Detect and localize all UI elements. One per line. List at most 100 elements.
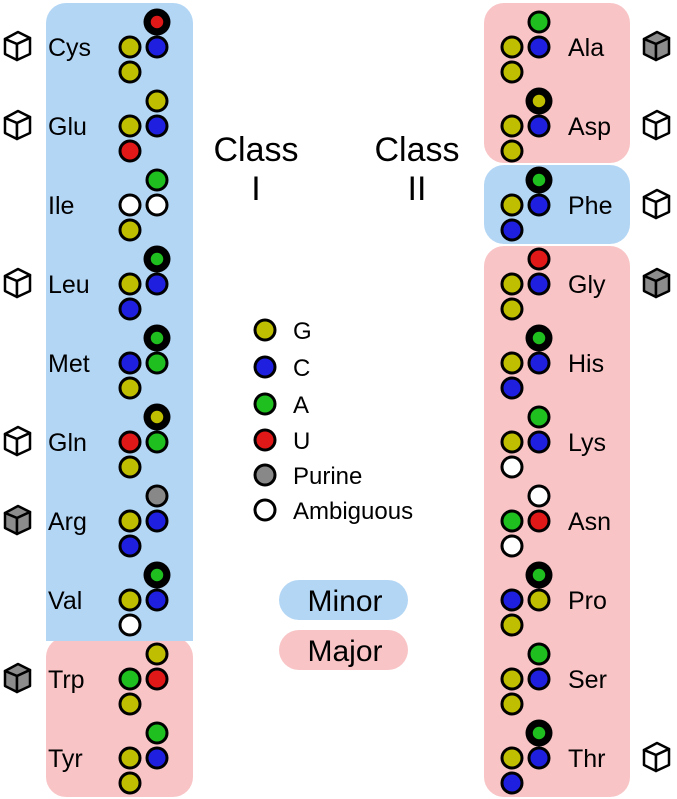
nucleotide-top-pro [531, 567, 547, 583]
nucleotide-bottom-tyr [118, 771, 142, 795]
legend-swatch-u [253, 428, 277, 452]
nucleotide-top-arg [145, 484, 169, 508]
amino-acid-label-leu: Leu [48, 271, 90, 299]
legend-label-c: C [293, 355, 310, 382]
nucleotide-bottom-trp [118, 692, 142, 716]
nucleotide-left-arg [118, 509, 142, 533]
nucleotide-right-ile [145, 193, 169, 217]
class2-heading-word: Class [374, 131, 459, 169]
nucleotide-right-trp [145, 667, 169, 691]
nucleotide-right-tyr [145, 746, 169, 770]
nucleotide-right-cys [145, 35, 169, 59]
nucleotide-right-gln [145, 430, 169, 454]
nucleotide-top-his [531, 330, 547, 346]
nucleotide-left-gly [500, 272, 524, 296]
cube-icon-asp [642, 109, 671, 141]
nucleotide-top-met [149, 330, 165, 346]
legend-item-g: G [253, 318, 312, 345]
amino-acid-label-phe: Phe [568, 192, 612, 220]
nucleotide-top-lys [527, 405, 551, 429]
amino-acid-label-ser: Ser [568, 666, 607, 694]
nucleotide-top-asp [531, 93, 547, 109]
nucleotide-right-ser [527, 667, 551, 691]
nucleotide-right-his [527, 351, 551, 375]
class2-row-asp: Asp [500, 87, 671, 163]
cube-icon-leu [3, 267, 32, 299]
nucleotide-left-ser [500, 667, 524, 691]
nucleotide-right-met [145, 351, 169, 375]
class2-row-ala: Ala [500, 10, 671, 84]
nucleotide-bottom-ile [118, 218, 142, 242]
nucleotide-top-ile [145, 168, 169, 192]
class1-heading: Class I [213, 131, 298, 208]
legend-label-g: G [293, 318, 312, 345]
amino-acid-label-gly: Gly [568, 271, 606, 299]
nucleotide-bottom-glu [118, 139, 142, 163]
amino-acid-label-gln: Gln [48, 429, 87, 457]
amino-acid-label-arg: Arg [48, 508, 87, 536]
nucleotide-bottom-cys [118, 60, 142, 84]
nucleotide-bottom-his [500, 376, 524, 400]
nucleotide-bottom-lys [500, 455, 524, 479]
nucleotide-left-asp [500, 114, 524, 138]
nucleotide-bottom-asp [500, 139, 524, 163]
nucleotide-bottom-met [118, 376, 142, 400]
class1-row-ile: Ile [48, 168, 169, 242]
amino-acid-label-lys: Lys [568, 429, 606, 457]
nucleotide-top-ser [527, 642, 551, 666]
nucleotide-top-phe [531, 172, 547, 188]
nucleotide-left-glu [118, 114, 142, 138]
nucleotide-right-thr [527, 746, 551, 770]
class1-row-gln: Gln [3, 403, 171, 479]
class1-heading-word: Class [213, 131, 298, 169]
class1-minor-panel [46, 3, 193, 641]
nucleotide-bottom-val [118, 613, 142, 637]
class2-row-lys: Lys [500, 405, 606, 479]
class1-heading-numeral: I [251, 170, 260, 208]
class1-row-tyr: Tyr [48, 721, 169, 795]
nucleotide-top-glu [145, 89, 169, 113]
nucleotide-top-thr [531, 725, 547, 741]
nucleotide-left-phe [500, 193, 524, 217]
amino-acid-label-met: Met [48, 350, 90, 378]
legend-item-c: C [253, 355, 310, 382]
legend-item-a: A [253, 392, 309, 419]
nucleotide-top-trp [145, 642, 169, 666]
nucleotide-right-asp [527, 114, 551, 138]
class1-row-cys: Cys [3, 8, 171, 84]
nucleotide-right-val [145, 588, 169, 612]
legend-label-purine: Purine [293, 463, 362, 490]
nucleotide-left-trp [118, 667, 142, 691]
class2-heading: Class II [374, 131, 459, 208]
nucleotide-right-lys [527, 430, 551, 454]
amino-acid-label-his: His [568, 350, 604, 378]
major-key: Major [279, 630, 408, 670]
legend-item-u: U [253, 428, 310, 455]
amino-acid-label-ala: Ala [568, 34, 604, 62]
nucleotide-left-asn [500, 509, 524, 533]
legend-swatch-a [253, 392, 277, 416]
nucleotide-bottom-gln [118, 455, 142, 479]
class2-row-pro: Pro [500, 561, 607, 637]
legend-label-a: A [293, 392, 309, 419]
legend-swatch-c [253, 355, 277, 379]
nucleotide-bottom-arg [118, 534, 142, 558]
legend-swatch-purine [253, 463, 277, 487]
nucleotide-right-glu [145, 114, 169, 138]
legend-label-u: U [293, 428, 310, 455]
cube-icon-thr [642, 741, 671, 773]
nucleotide-left-tyr [118, 746, 142, 770]
cube-icon-ala [642, 30, 671, 62]
nucleotide-top-cys [149, 14, 165, 30]
nucleotide-top-gln [149, 409, 165, 425]
cube-icon-gln [3, 425, 32, 457]
class2-row-ser: Ser [500, 642, 607, 716]
major-key-swatch [279, 630, 408, 670]
nucleotide-right-gly [527, 272, 551, 296]
nucleotide-bottom-ser [500, 692, 524, 716]
class1-row-val: Val [48, 561, 171, 637]
cube-icon-cys [3, 30, 32, 62]
nucleotide-bottom-pro [500, 613, 524, 637]
